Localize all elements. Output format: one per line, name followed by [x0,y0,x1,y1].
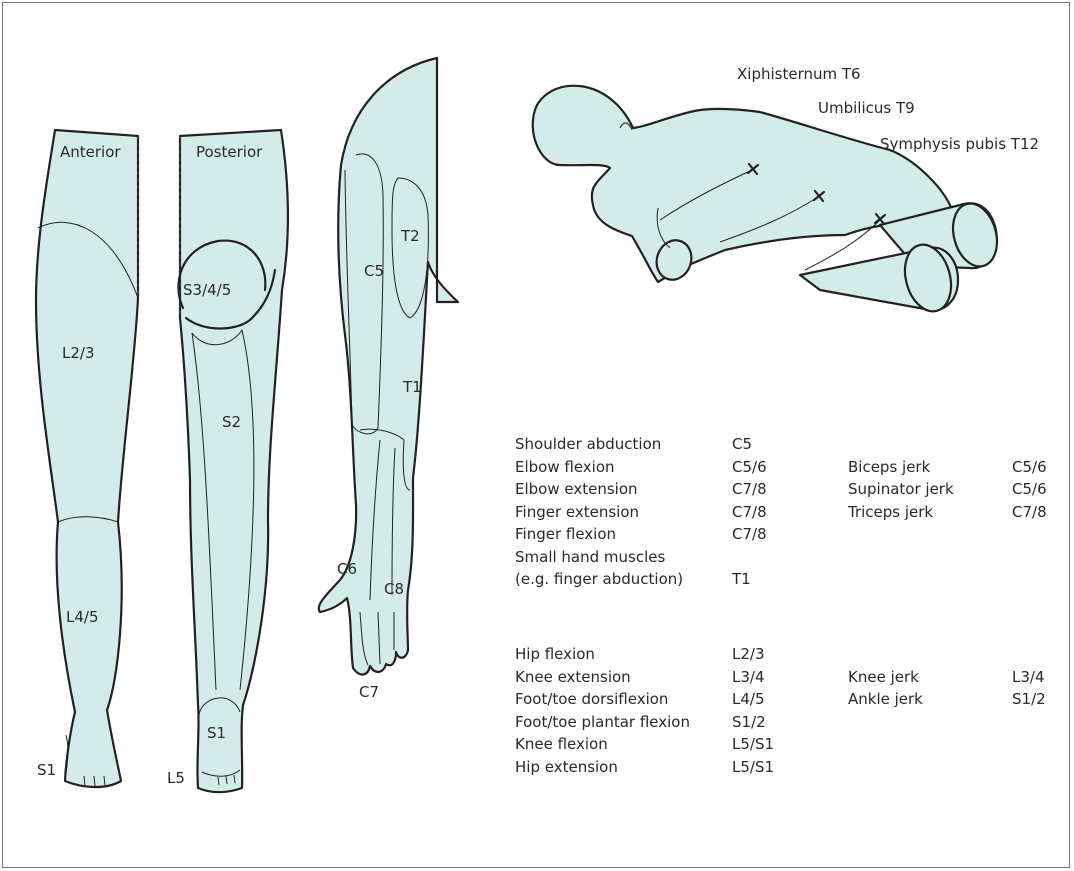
anterior-label-s1: S1 [37,761,56,779]
lower-movement: Hip extension [515,756,690,779]
arm-label-c5: C5 [364,262,384,280]
arm-label-c6: C6 [337,560,357,578]
upper-reflex: Triceps jerk [848,501,954,524]
upper-reflex: Biceps jerk [848,456,954,479]
lower-movements-column: Hip flexion Knee extension Foot/toe dors… [515,643,690,778]
trunk-label-t12: Symphysis pubis T12 [880,135,1039,153]
lower-movement: Knee extension [515,666,690,689]
upper-root: C7/8 [732,523,767,546]
lower-roots-column: L2/3 L3/4 L4/5 S1/2 L5/S1 L5/S1 [732,643,774,778]
posterior-label-s345: S3/4/5 [183,281,231,299]
lower-root: L5/S1 [732,756,774,779]
posterior-label-l5: L5 [167,769,185,787]
trunk [533,86,1004,317]
lower-root: L3/4 [732,666,774,689]
lower-movement: Knee flexion [515,733,690,756]
upper-root: C7/8 [732,501,767,524]
upper-movement: Small hand muscles [515,546,683,569]
upper-reflexes-column: Biceps jerk Supinator jerk Triceps jerk [848,456,954,524]
lower-root: S1/2 [732,711,774,734]
lower-reflex-roots-column: L3/4 S1/2 [1012,666,1046,711]
upper-root: T1 [732,568,767,591]
upper-movement: Elbow extension [515,478,683,501]
upper-movement: Elbow flexion [515,456,683,479]
anterior-title: Anterior [60,143,121,161]
upper-root: C5/6 [732,456,767,479]
anterior-label-l45: L4/5 [66,608,99,626]
arm-label-t2: T2 [400,227,420,245]
trunk-label-t6: Xiphisternum T6 [737,65,861,83]
arm-label-c7: C7 [359,683,379,701]
upper-movement: Finger flexion [515,523,683,546]
upper-roots-column: C5 C5/6 C7/8 C7/8 C7/8 T1 [732,433,767,591]
posterior-label-s2: S2 [222,413,241,431]
lower-root: L5/S1 [732,733,774,756]
arm-label-c8: C8 [384,580,404,598]
upper-reflex-root: C7/8 [1012,501,1047,524]
upper-movement: Finger extension [515,501,683,524]
anterior-label-l23: L2/3 [62,344,95,362]
upper-reflex-root: C5/6 [1012,456,1047,479]
upper-root: C5 [732,433,767,456]
upper-root: C7/8 [732,478,767,501]
posterior-leg [178,130,288,792]
lower-root: L4/5 [732,688,774,711]
upper-movement: (e.g. finger abduction) [515,568,683,591]
lower-movement: Foot/toe plantar flexion [515,711,690,734]
posterior-title: Posterior [196,143,263,161]
lower-reflex-root: S1/2 [1012,688,1046,711]
upper-reflex-roots-column: C5/6 C5/6 C7/8 [1012,456,1047,524]
posterior-leg-outline [180,130,288,792]
posterior-label-s1: S1 [207,724,226,742]
upper-reflex-root: C5/6 [1012,478,1047,501]
upper-movement: Shoulder abduction [515,433,683,456]
trunk-label-t9: Umbilicus T9 [818,99,915,117]
arm-label-t1: T1 [402,378,422,396]
lower-reflex: Ankle jerk [848,688,923,711]
upper-movements-column: Shoulder abduction Elbow flexion Elbow e… [515,433,683,591]
lower-reflex: Knee jerk [848,666,923,689]
lower-reflex-root: L3/4 [1012,666,1046,689]
upper-root [732,546,767,569]
anterior-leg [36,130,138,787]
lower-movement: Hip flexion [515,643,690,666]
lower-movement: Foot/toe dorsiflexion [515,688,690,711]
upper-reflex: Supinator jerk [848,478,954,501]
lower-reflexes-column: Knee jerk Ankle jerk [848,666,923,711]
lower-root: L2/3 [732,643,774,666]
